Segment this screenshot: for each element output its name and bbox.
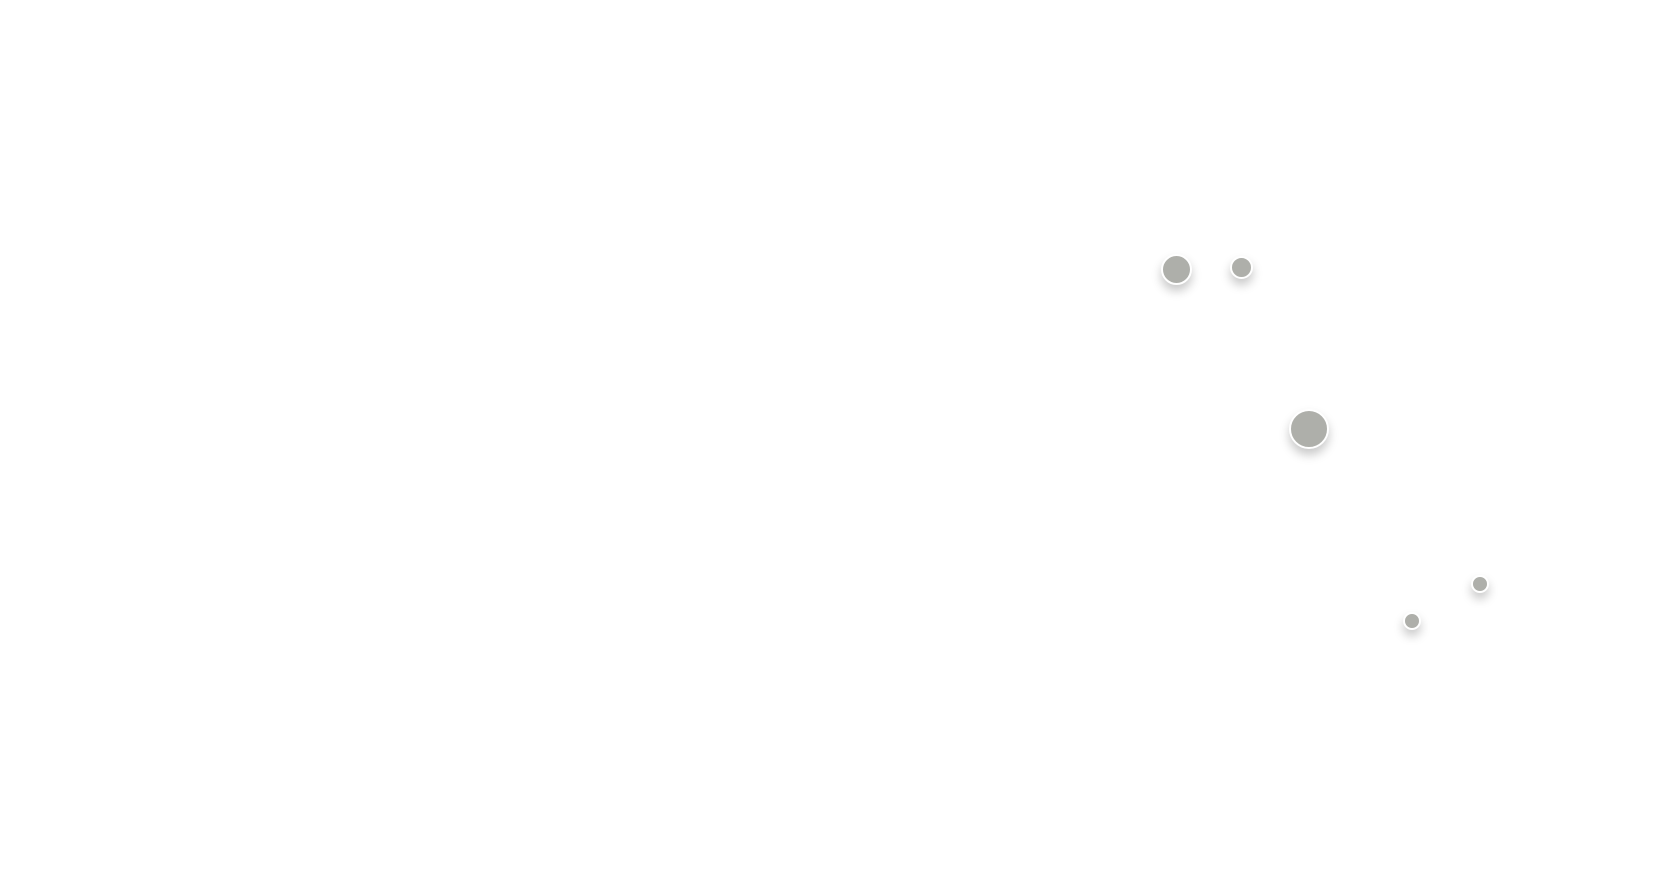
map-marker-1[interactable] bbox=[1161, 254, 1192, 285]
map-marker-3[interactable] bbox=[1289, 409, 1329, 449]
map-marker-5[interactable] bbox=[1403, 612, 1421, 630]
map-marker-2[interactable] bbox=[1230, 256, 1253, 279]
map-marker-4[interactable] bbox=[1471, 575, 1489, 593]
